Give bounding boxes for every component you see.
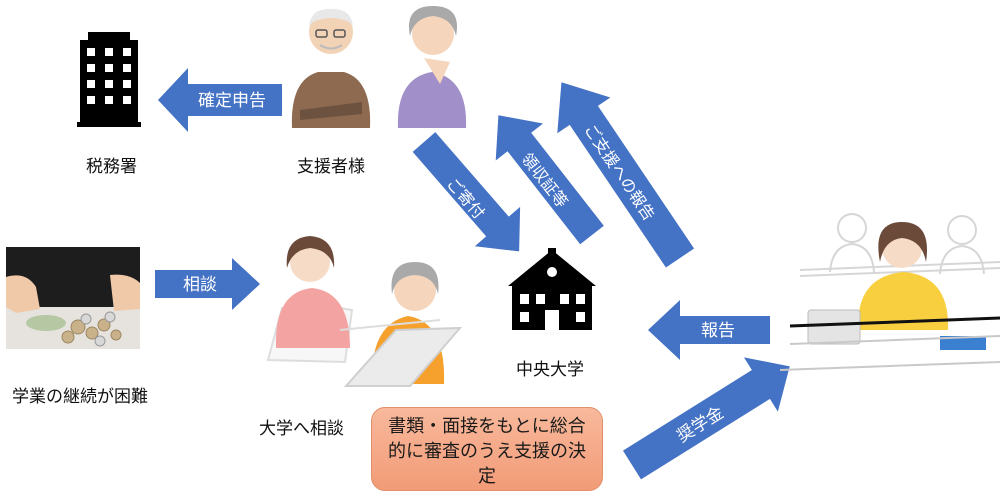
support-report-arrow — [557, 82, 695, 268]
coins-photo — [6, 247, 140, 349]
consultation-arrow-label: 相談 — [183, 275, 217, 295]
support-report-arrow-label: ご支援への報告 — [580, 121, 658, 224]
donation-arrow — [412, 132, 521, 252]
chuo-university-label: 中央大学 — [516, 360, 584, 380]
school-building-icon — [508, 248, 596, 330]
office-building-icon — [77, 32, 141, 127]
scholarship-arrow — [622, 357, 790, 480]
receipt-arrow — [495, 115, 604, 245]
coins-in-hands-icon — [6, 247, 140, 349]
consult-university-label: 大学へ相談 — [259, 419, 344, 439]
staff-consulting-icon — [343, 262, 463, 387]
tax-office-label: 税務署 — [86, 157, 137, 177]
elderly-woman-icon — [397, 6, 467, 128]
student-difficulty-label: 学業の継続が困難 — [12, 387, 148, 407]
supporters-label: 支援者様 — [297, 157, 365, 177]
student-consulting-icon — [266, 236, 354, 364]
classroom-icon — [779, 213, 1000, 371]
consultation-arrow — [155, 258, 260, 310]
report-arrow-label: 報告 — [701, 321, 735, 341]
decision-note: 書類・面接をもとに総合的に審査のうえ支援の決定 — [371, 407, 603, 491]
elderly-man-icon — [291, 8, 371, 128]
tax-return-arrow — [158, 68, 282, 132]
report-arrow — [648, 300, 770, 360]
tax-return-arrow-label: 確定申告 — [198, 91, 266, 111]
